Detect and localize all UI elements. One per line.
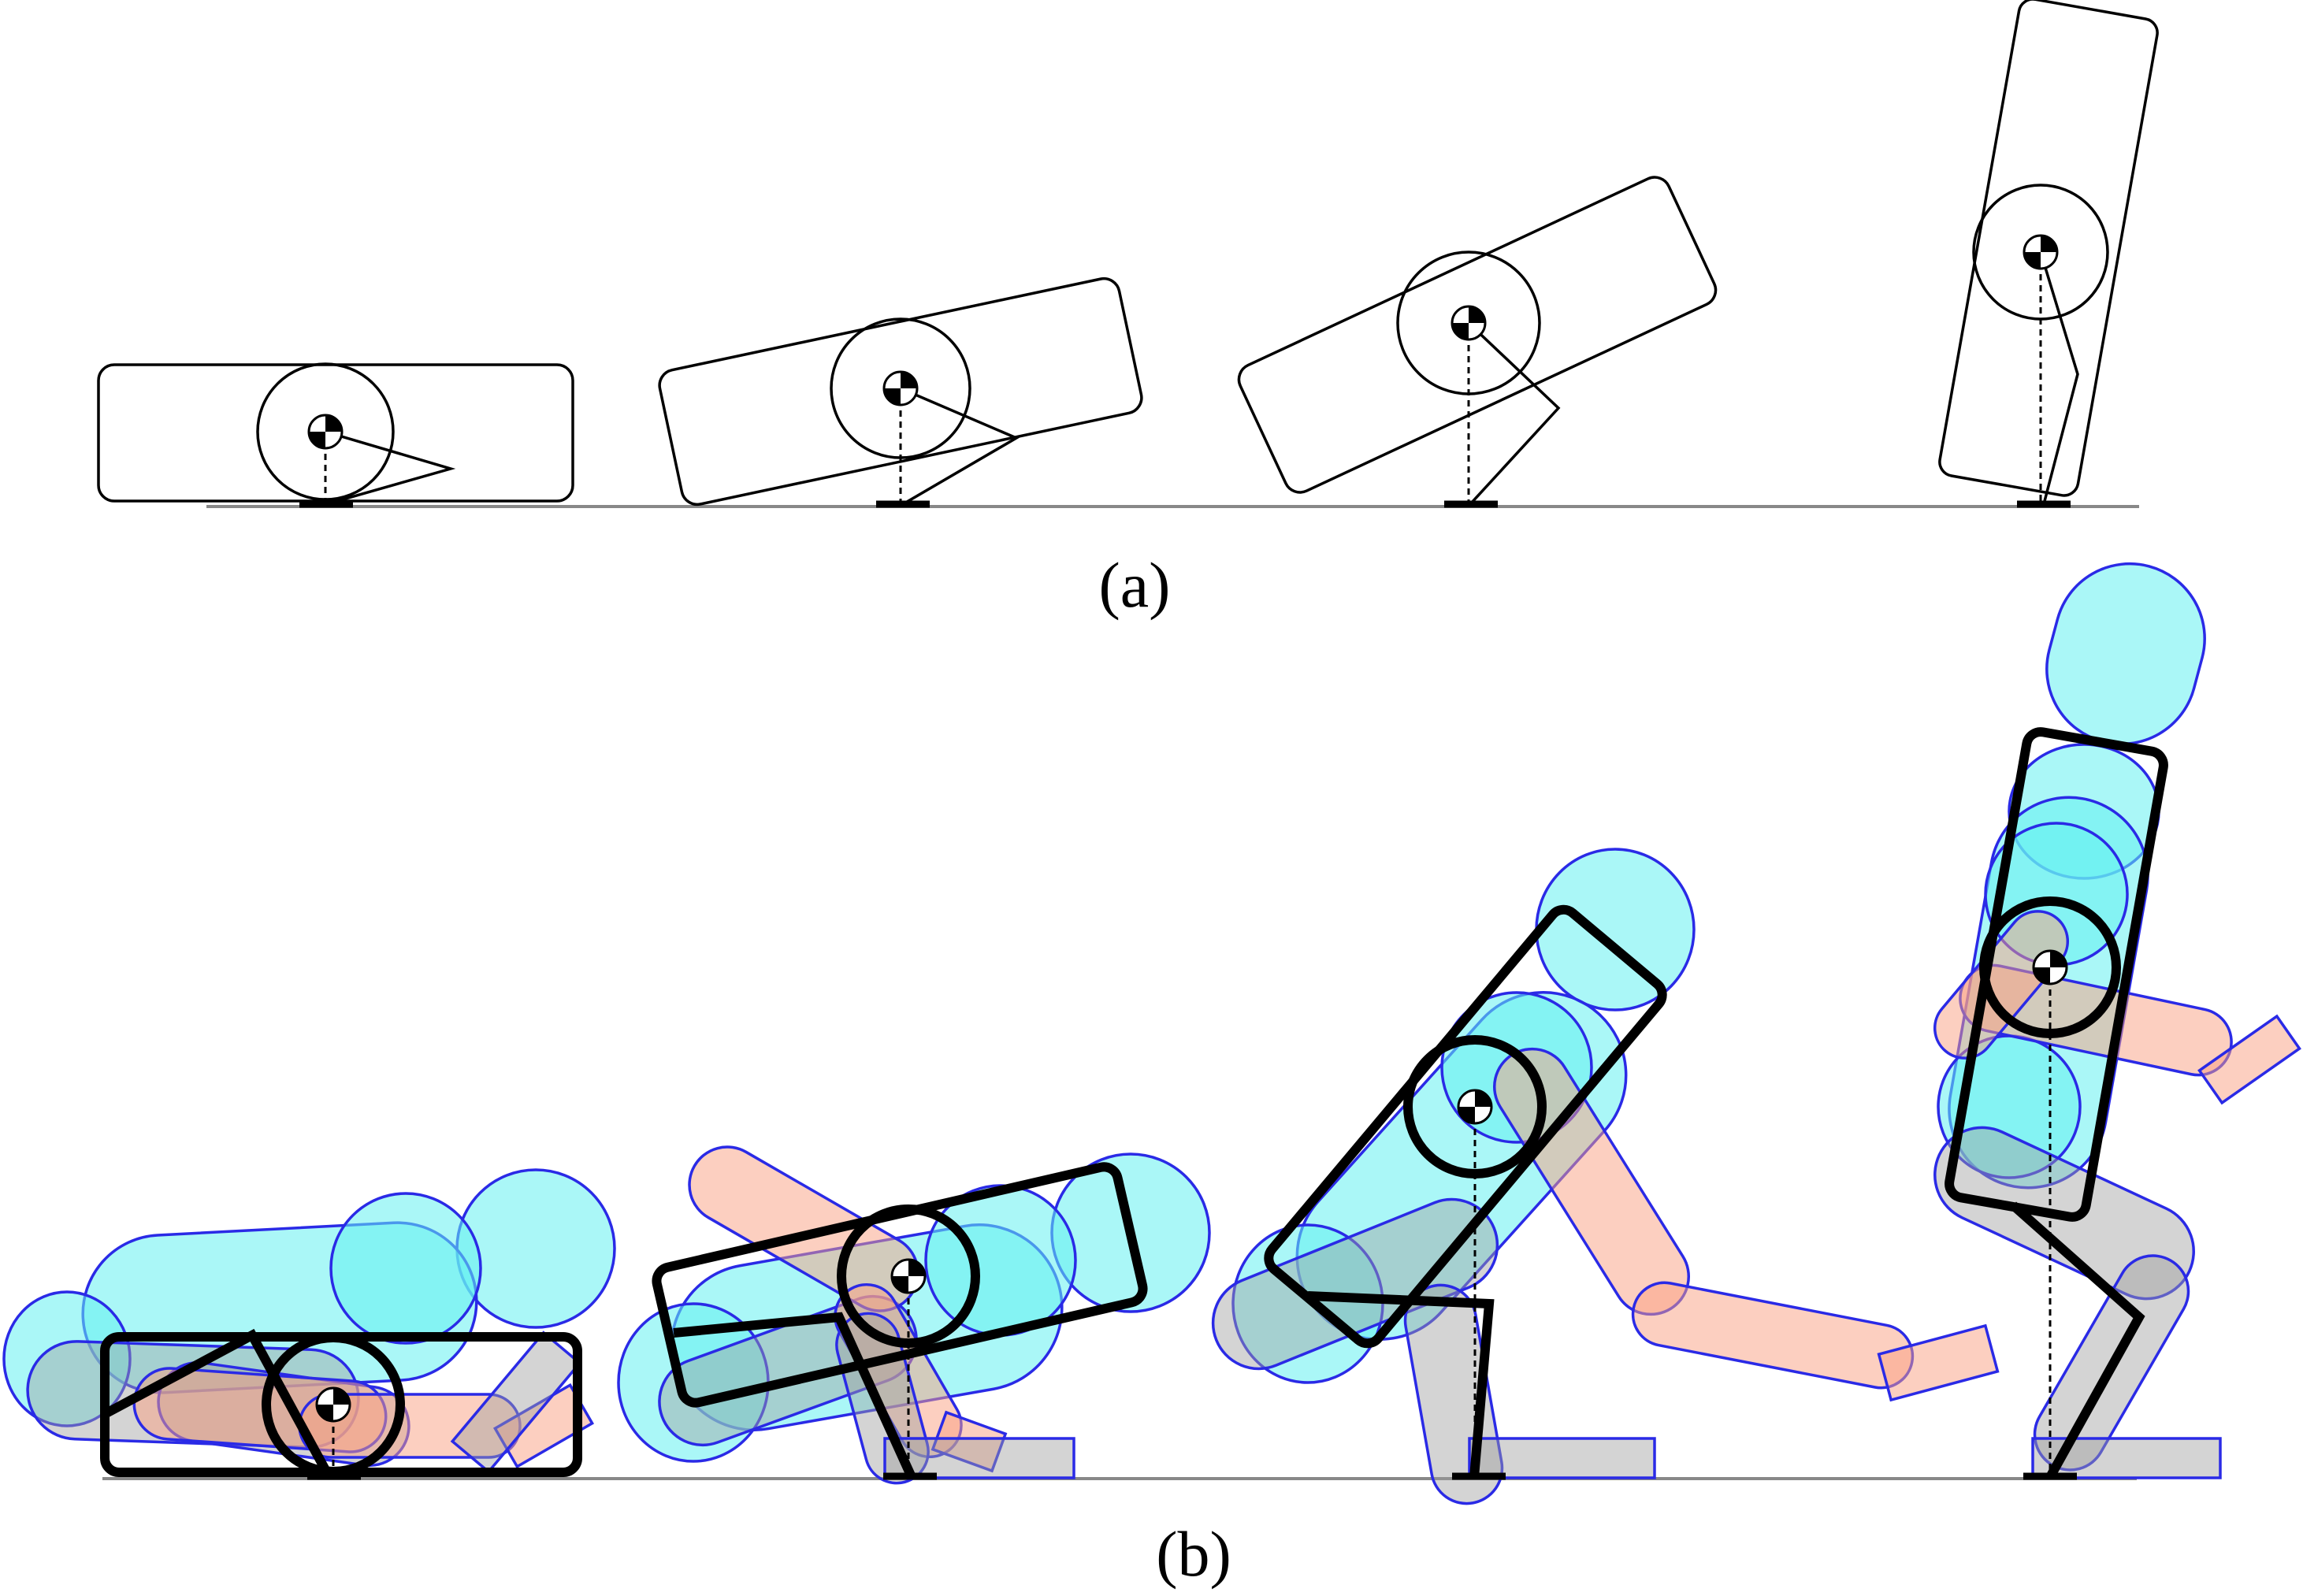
thigh [1211,1197,1499,1371]
center-of-mass-icon [1451,305,1487,341]
center-of-mass-icon [882,370,919,406]
template-frame-a2 [658,277,1143,508]
leg [325,430,456,506]
forearm [1631,1281,1915,1390]
template-overlay [1264,904,1667,1480]
template-frame-a3 [1237,176,1718,508]
head [2045,562,2206,746]
panel-b-caption: (b) [1156,1518,1231,1590]
humanoid-frame-b1 [2,1168,616,1480]
leg [2010,1201,2145,1479]
foot [883,1437,1075,1479]
leg [2039,251,2079,505]
center-of-mass-icon [890,1258,927,1294]
head [1535,848,1696,1011]
body-box [1237,176,1718,494]
center-of-mass-icon [2032,949,2068,985]
template-frame-a1 [97,362,574,508]
template-overlay [1945,727,2168,1480]
humanoid-segments [2,1168,616,1474]
leg [1307,1291,1495,1478]
forearm [1933,910,2070,1060]
center-of-mass-icon [315,1386,351,1423]
head [455,1168,616,1329]
foot [450,1331,582,1474]
humanoid-segments [1211,848,2000,1505]
panel-a: (a) [97,0,2159,621]
template-overlay [652,1162,1148,1480]
template-overlay [100,1328,582,1480]
shoulder [329,1192,482,1345]
hand [2197,1014,2301,1105]
center-of-mass-icon [307,414,344,450]
center-of-mass-icon [2023,234,2059,270]
center-of-mass-icon [1457,1089,1493,1125]
humanoid-frame-b3 [1211,848,2000,1505]
humanoid-frame-b2 [617,1145,1211,1485]
shoulder [924,1184,1077,1337]
hand [1877,1323,2000,1402]
humanoid-frame-b4 [1933,562,2301,1480]
pelvis [2,1290,132,1427]
leg [900,387,1020,506]
panel-b: (b) [2,562,2301,1590]
leg [102,1328,334,1479]
leg [673,1312,916,1479]
hand [930,1410,1008,1473]
foot [1468,1437,1656,1479]
body-box [1938,0,2159,497]
template-frame-a4 [1938,0,2159,508]
panel-a-caption: (a) [1098,549,1170,621]
body-box [658,277,1143,507]
leg [1467,321,1561,506]
